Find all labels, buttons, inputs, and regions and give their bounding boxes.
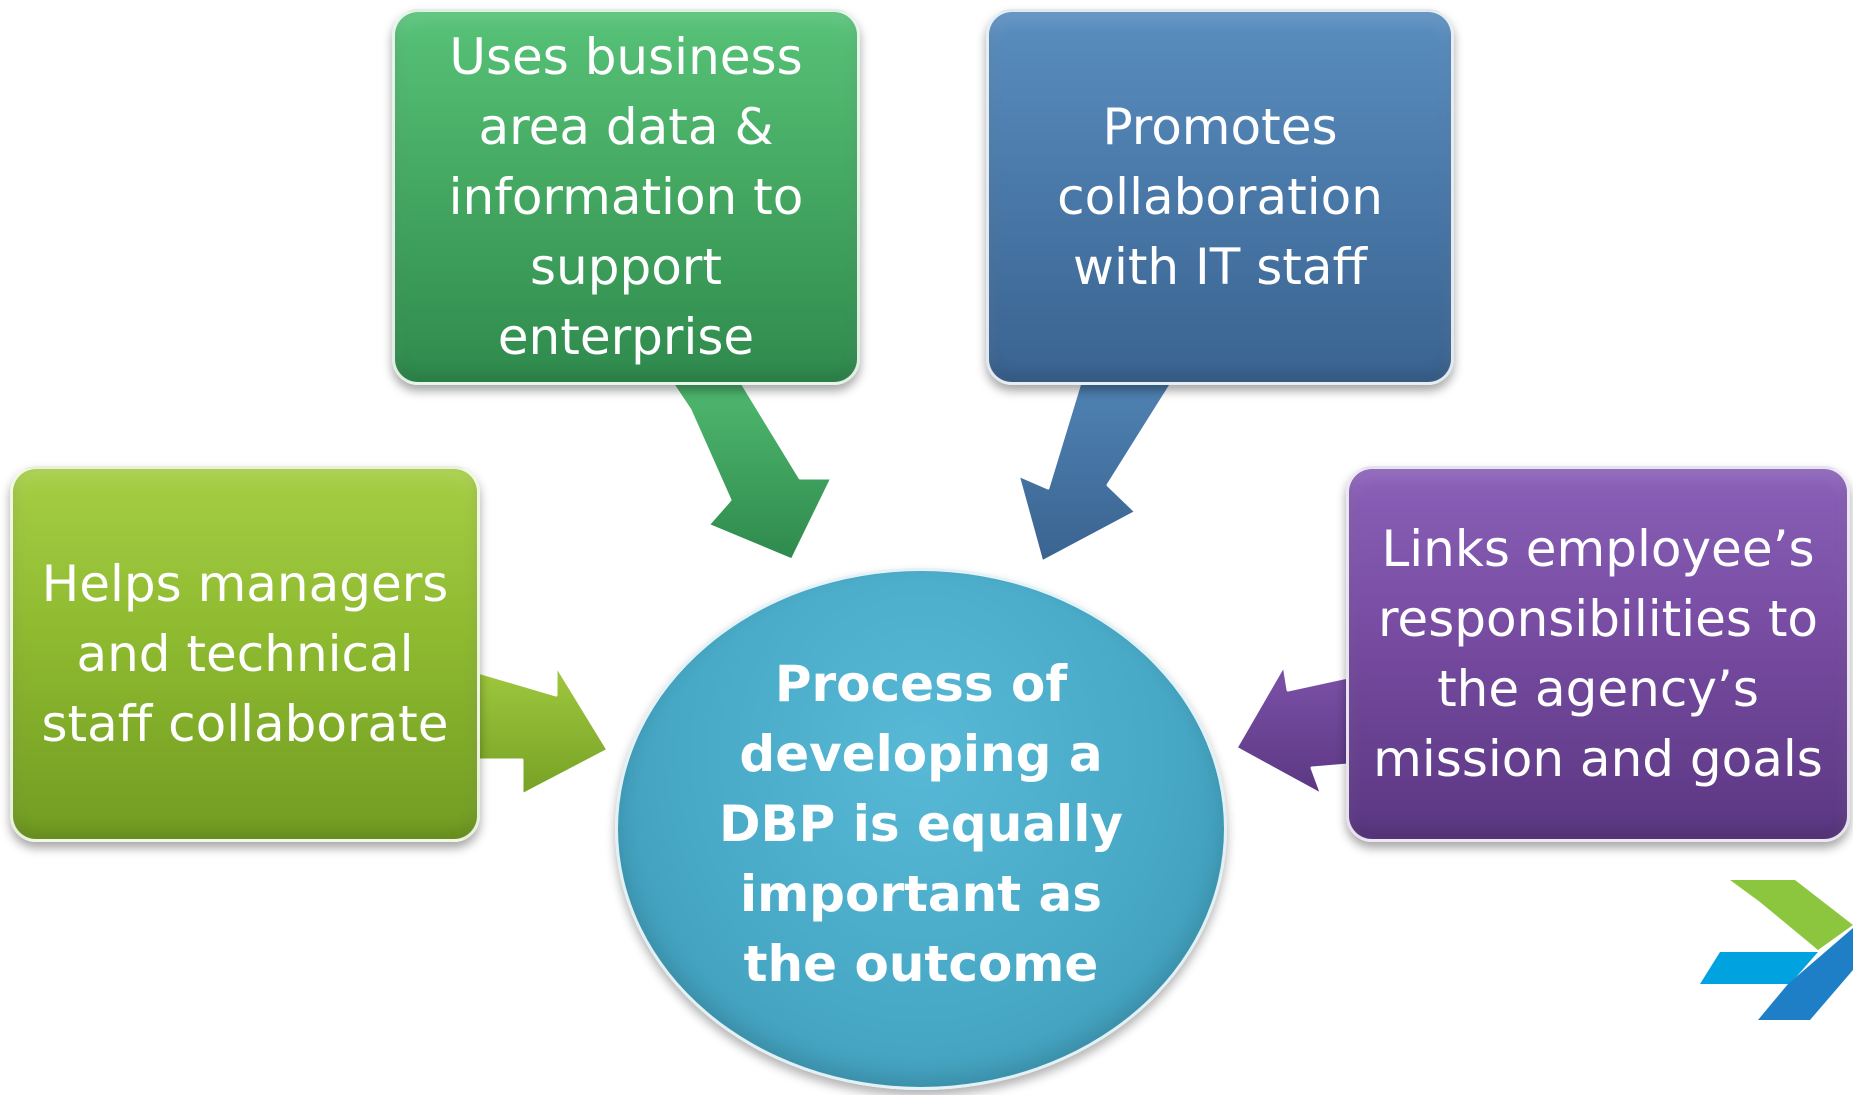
arrow-left — [476, 663, 610, 797]
center-circle-text: Process of developing a DBP is equally i… — [719, 655, 1123, 993]
arrow-top-left — [670, 381, 834, 562]
box-uses-business-data-text: Uses business area data & information to… — [448, 28, 804, 366]
arrow-chevron-logo-icon — [1700, 880, 1853, 1020]
box-promotes-collaboration: Promotes collaboration with IT staff — [986, 9, 1454, 385]
arrow-right — [1234, 663, 1350, 797]
box-promotes-collaboration-text: Promotes collaboration with IT staff — [1057, 98, 1383, 296]
box-helps-managers: Helps managers and technical staff colla… — [10, 466, 480, 842]
box-links-responsibilities-text: Links employee’s responsibilities to the… — [1373, 520, 1823, 788]
box-uses-business-data: Uses business area data & information to… — [392, 9, 860, 385]
center-circle: Process of developing a DBP is equally i… — [615, 568, 1227, 1090]
box-helps-managers-text: Helps managers and technical staff colla… — [41, 555, 449, 753]
arrow-top-right — [1016, 381, 1174, 564]
box-links-responsibilities: Links employee’s responsibilities to the… — [1346, 466, 1850, 842]
